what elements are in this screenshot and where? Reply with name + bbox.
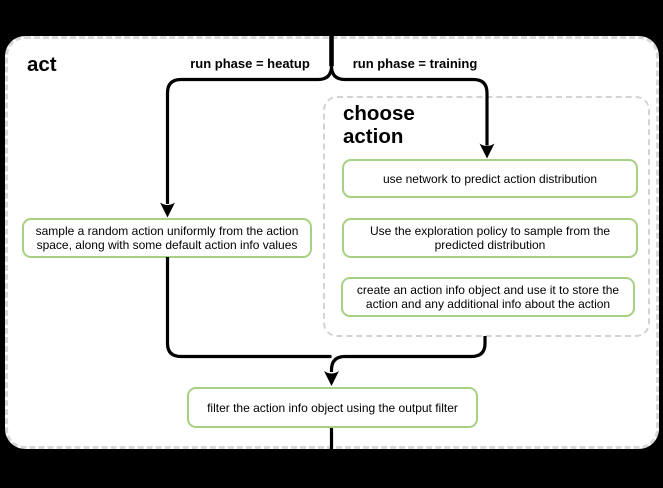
choose-action-title: choose action	[343, 102, 415, 148]
node-label: create an action info object and use it …	[356, 283, 620, 311]
node-filter-output: filter the action info object using the …	[187, 387, 478, 428]
act-title: act	[27, 53, 57, 76]
node-create-action-info: create an action info object and use it …	[341, 277, 635, 317]
node-sample-random-action: sample a random action uniformly from th…	[22, 218, 312, 258]
node-label: sample a random action uniformly from th…	[35, 224, 299, 252]
node-label: Use the exploration policy to sample fro…	[369, 224, 611, 252]
node-label: use network to predict action distributi…	[382, 171, 598, 186]
node-label: filter the action info object using the …	[207, 400, 458, 415]
node-use-network: use network to predict action distributi…	[342, 159, 638, 198]
node-exploration-policy: Use the exploration policy to sample fro…	[342, 218, 638, 258]
edge-label-training: run phase = training	[352, 56, 478, 71]
edge-label-heatup: run phase = heatup	[190, 56, 310, 71]
